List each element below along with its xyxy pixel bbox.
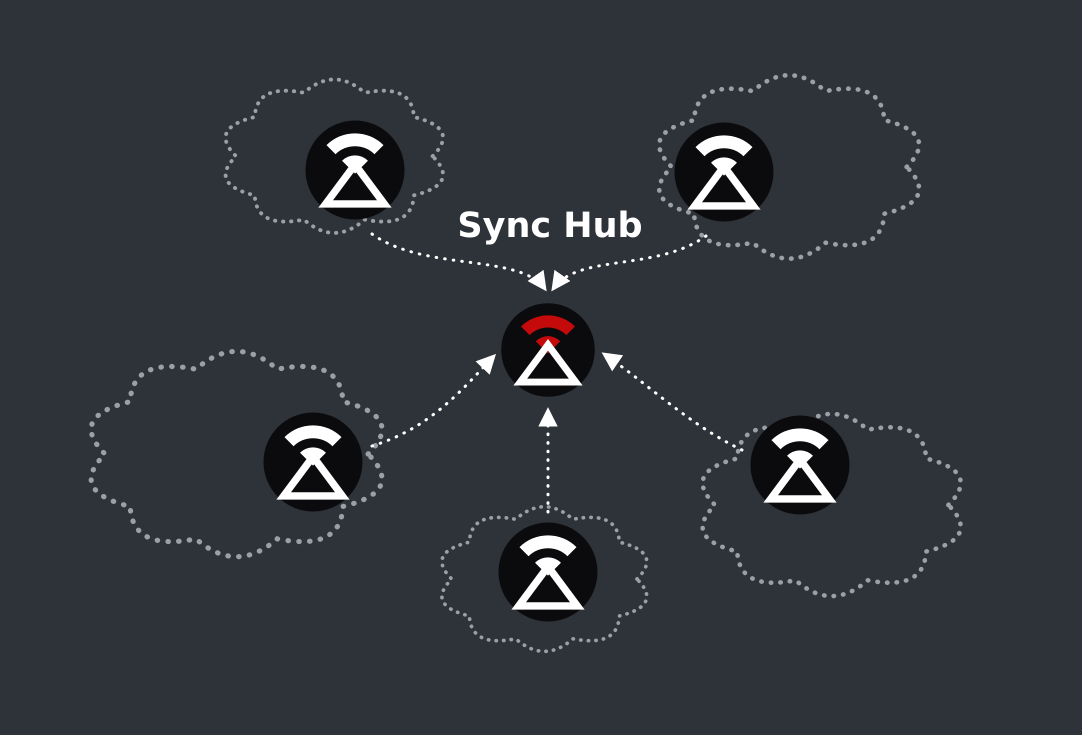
sync-arrow-mid-left — [370, 353, 497, 448]
peer-node-icon-top-right — [675, 123, 774, 222]
sync-arrow-top-left — [370, 232, 547, 292]
peer-node-icon-right — [751, 416, 850, 515]
hub-node-icon — [501, 303, 595, 397]
sync-arrow-right — [601, 352, 744, 452]
peer-node-icon-bottom-center — [499, 523, 598, 622]
peer-node-icon-mid-left — [264, 413, 363, 512]
peer-node-icon-top-left — [306, 121, 405, 220]
diagram-title: Sync Hub — [457, 206, 642, 246]
